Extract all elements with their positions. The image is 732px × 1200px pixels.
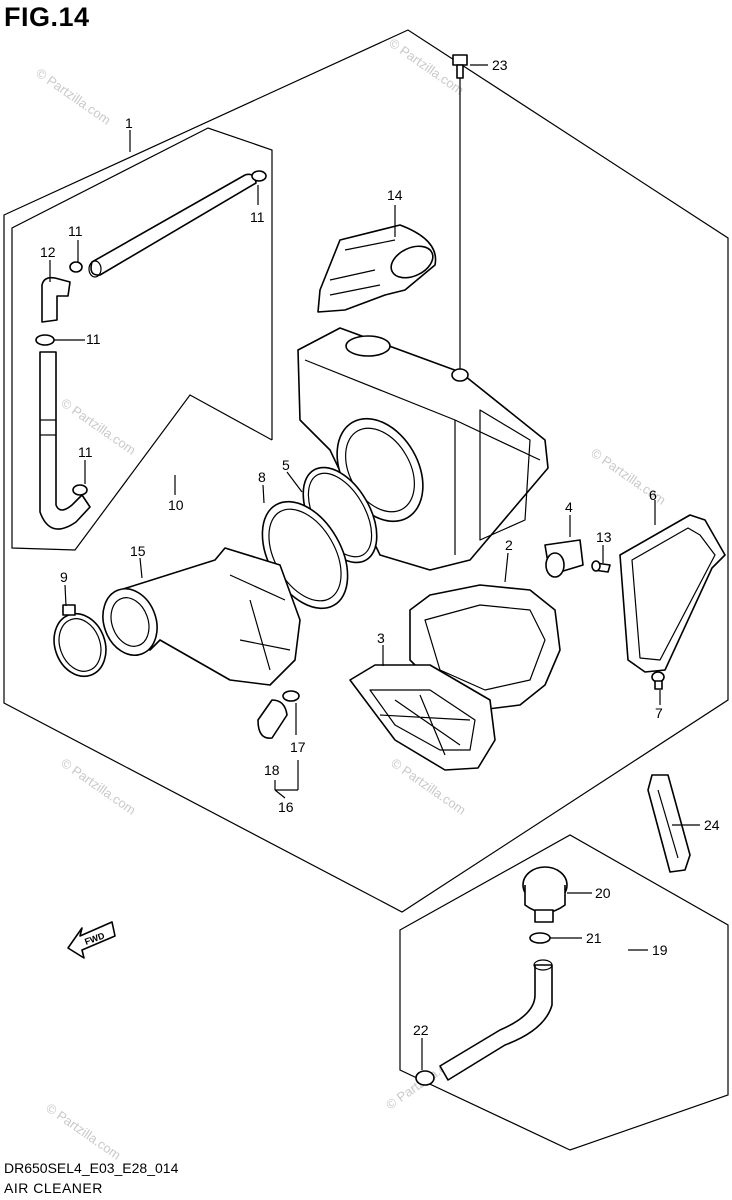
callout-13: 13 <box>596 529 612 545</box>
callout-16: 16 <box>278 799 294 815</box>
boot-part-15 <box>102 547 301 686</box>
strap-part-24 <box>647 774 691 873</box>
callout-9: 9 <box>60 569 68 585</box>
model-code: DR650SEL4_E03_E28_014 <box>4 1160 179 1176</box>
screw-part-7 <box>651 671 665 690</box>
callout-4: 4 <box>565 499 573 515</box>
watermark: © Partzilla.com <box>43 1100 123 1163</box>
callout-8: 8 <box>258 469 266 485</box>
callout-5: 5 <box>282 457 290 473</box>
bolt-part-23 <box>452 54 468 79</box>
duct-part-14 <box>317 224 437 313</box>
part-4 <box>544 539 584 578</box>
callout-12: 12 <box>40 244 56 260</box>
leader-lines <box>49 64 700 1070</box>
callout-17: 17 <box>290 739 306 755</box>
callout-11: 11 <box>78 444 93 460</box>
callout-2: 2 <box>505 537 513 553</box>
callout-24: 24 <box>704 817 720 833</box>
watermark: © Partzilla.com <box>386 35 466 98</box>
cover-part-6 <box>619 514 726 673</box>
callout-6: 6 <box>649 487 657 503</box>
callout-11: 11 <box>86 331 101 347</box>
callout-22: 22 <box>413 1022 429 1038</box>
hose-part-10 <box>39 351 91 530</box>
callout-15: 15 <box>130 543 146 559</box>
clip-part-21 <box>529 932 551 944</box>
callout-23: 23 <box>492 57 508 73</box>
drain-kit-outline <box>399 834 729 1151</box>
callout-18: 18 <box>264 762 280 778</box>
callout-20: 20 <box>595 885 611 901</box>
elbow-part-12 <box>41 276 71 323</box>
diagram-caption: AIR CLEANER <box>4 1180 103 1196</box>
callout-14: 14 <box>387 187 403 203</box>
callout-10: 10 <box>168 497 184 513</box>
callout-11: 11 <box>250 209 265 225</box>
clamp-part-9 <box>53 604 107 678</box>
callout-7: 7 <box>655 705 663 721</box>
callout-21: 21 <box>586 930 602 946</box>
drain-hose-part-19 <box>439 959 553 1081</box>
callout-1: 1 <box>125 115 133 131</box>
plug-part-18 <box>257 690 300 739</box>
hose-part-1 <box>88 170 267 278</box>
watermark: © Partzilla.com <box>58 395 138 458</box>
watermark: © Partzilla.com <box>33 65 113 128</box>
hose-kit-outline <box>11 127 273 551</box>
screw-part-13 <box>591 560 611 573</box>
figure-title: FIG.14 <box>4 2 90 32</box>
clamp-11 <box>35 261 88 496</box>
main-group-outline <box>3 29 729 913</box>
clamp-part-22 <box>415 1070 435 1086</box>
callout-labels: 1 2 3 4 5 6 7 8 9 10 11 11 11 11 12 13 1… <box>40 57 720 1038</box>
cap-part-20 <box>522 866 568 923</box>
callout-19: 19 <box>652 942 668 958</box>
watermark: © Partzilla.com <box>58 755 138 818</box>
callout-3: 3 <box>377 630 385 646</box>
element-cage-part-3 <box>349 664 496 771</box>
fwd-arrow-icon: FWD <box>67 921 116 959</box>
callout-11: 11 <box>68 223 83 239</box>
